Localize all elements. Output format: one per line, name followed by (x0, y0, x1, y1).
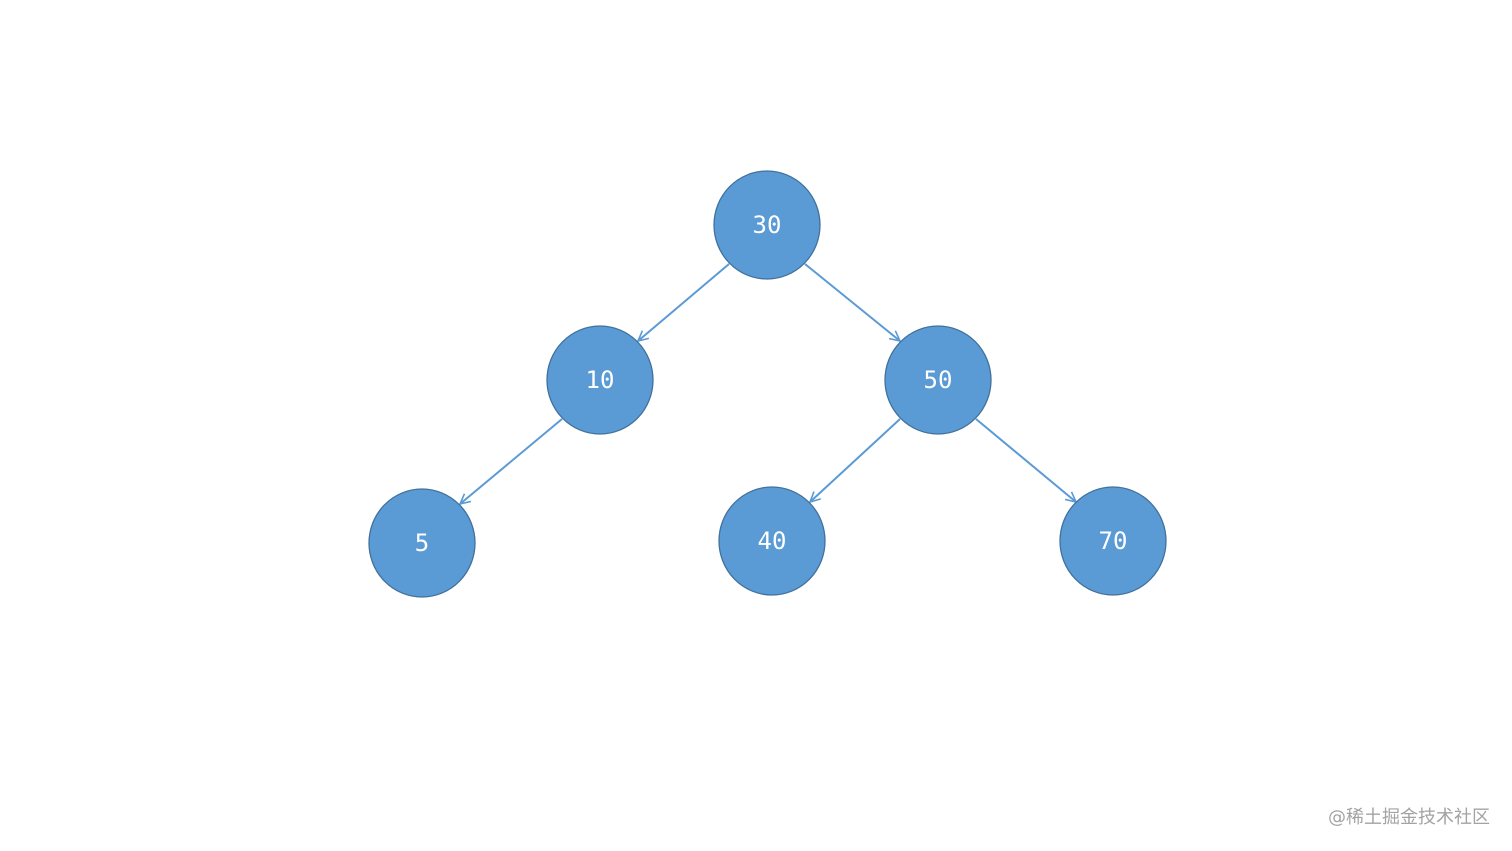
tree-node-5: 5 (368, 488, 476, 598)
edge-n30-n50 (804, 263, 900, 341)
edge-n50-n70 (975, 418, 1076, 502)
node-label: 30 (753, 211, 782, 239)
edge-n50-n40 (810, 418, 901, 502)
node-circle (718, 486, 826, 596)
node-label: 40 (758, 527, 787, 555)
node-circle (884, 325, 992, 435)
edge-n30-n10 (638, 263, 730, 341)
watermark: @稀土掘金技术社区 (1328, 807, 1490, 828)
tree-node-30: 30 (713, 170, 821, 280)
tree-node-10: 10 (546, 325, 654, 435)
tree-node-70: 70 (1059, 486, 1167, 596)
node-label: 70 (1099, 527, 1128, 555)
tree-edges (460, 263, 1076, 504)
tree-nodes: 30 10 50 5 40 70 (368, 170, 1167, 598)
node-label: 10 (586, 366, 615, 394)
node-circle (546, 325, 654, 435)
tree-node-40: 40 (718, 486, 826, 596)
node-circle (713, 170, 821, 280)
tree-node-50: 50 (884, 325, 992, 435)
edge-n10-n5 (460, 418, 563, 504)
node-circle (1059, 486, 1167, 596)
node-label: 5 (415, 529, 429, 557)
node-circle (368, 488, 476, 598)
node-label: 50 (924, 366, 953, 394)
